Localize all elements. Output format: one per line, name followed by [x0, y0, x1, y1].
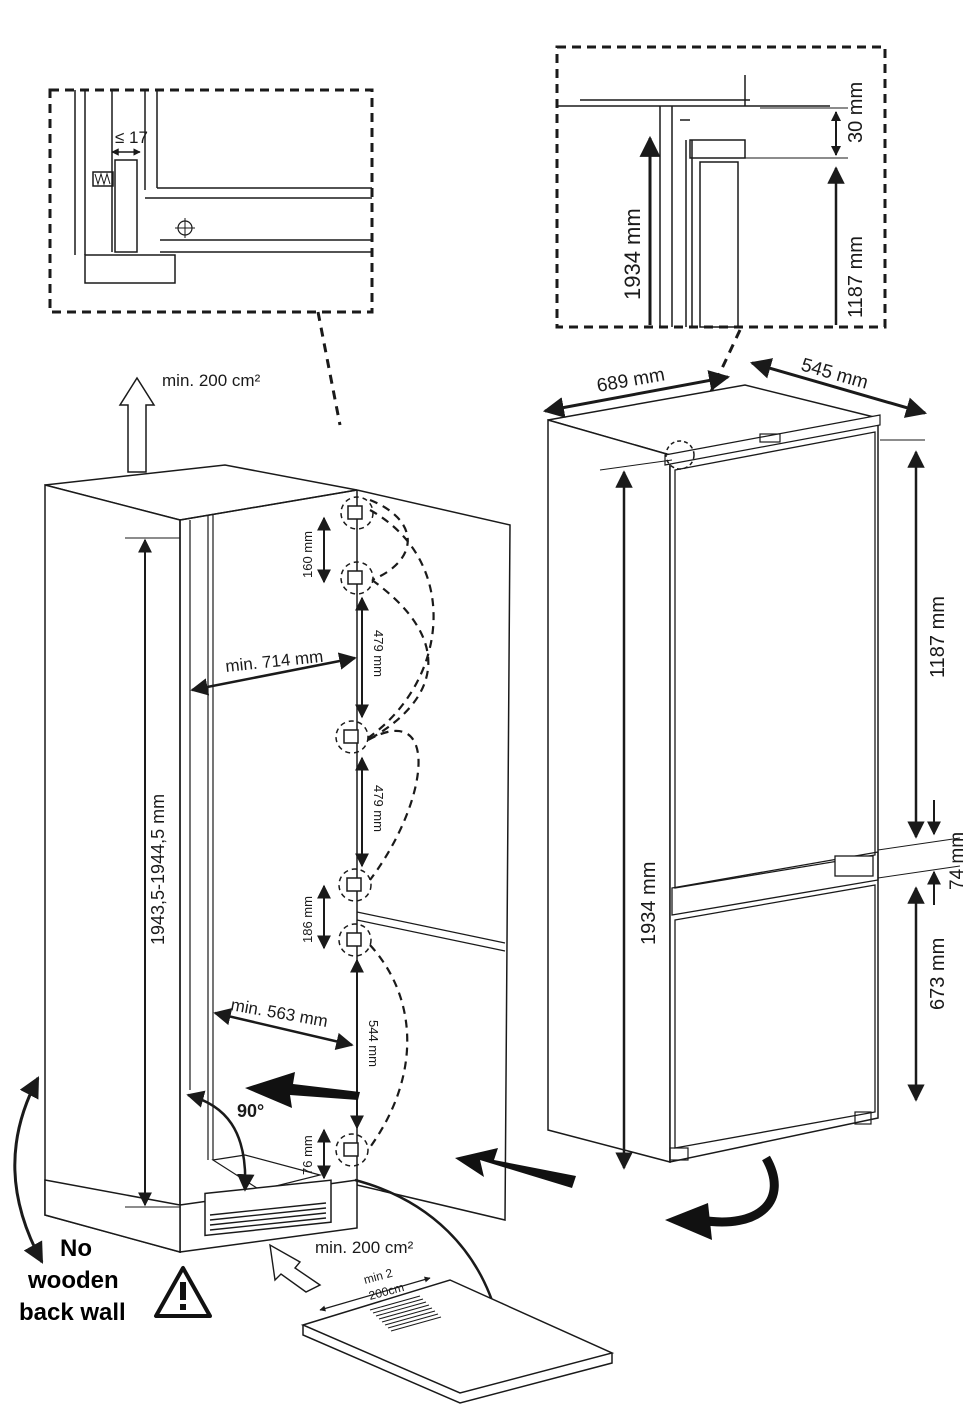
floor-plate [300, 1279, 615, 1394]
detail-box-right: 1934 mm 30 mm 1187 mm [555, 45, 887, 329]
warning-triangle-icon [154, 1266, 212, 1318]
warning-line2: wooden [27, 1267, 119, 1294]
warning-block: No wooden back wall [19, 1235, 212, 1326]
vent-bottom-label: min. 200 cm² [315, 1238, 414, 1257]
hinge-gap-2: 479 mm [371, 630, 386, 677]
upper-door-label: 1187 mm [927, 596, 949, 678]
gap-label: 74 mm [947, 832, 965, 890]
detail-right-gap-label: 30 mm [845, 82, 867, 143]
detail-box-left: ≤ 17 [48, 88, 374, 314]
detail-right-upper-label: 1187 mm [845, 236, 867, 318]
warning-line1: No [60, 1235, 92, 1262]
insert-arrow-icon [245, 1072, 360, 1108]
appliance-height-label: 1934 mm [638, 862, 660, 945]
hinge-gap-5: 544 mm [366, 1020, 381, 1067]
width-top-label: min. 714 mm [224, 647, 324, 676]
width-label: 689 mm [595, 364, 666, 397]
angle-label: 90° [237, 1101, 264, 1121]
leader-line-left [316, 311, 342, 426]
hinge-gap-6: 76 mm [300, 1135, 315, 1175]
warning-line3: back wall [19, 1299, 126, 1326]
detail-right-height-label: 1934 mm [620, 208, 645, 300]
appliance-fridge: 689 mm 545 mm 1934 mm 1187 mm 74 mm 673 … [542, 355, 965, 1240]
hinge-gap-3: 479 mm [371, 785, 386, 832]
hinge-gap-1: 160 mm [300, 531, 315, 578]
niche-height-label: 1943,5-1944,5 mm [148, 794, 168, 945]
lower-door-label: 673 mm [927, 938, 949, 1010]
vent-top-label: min. 200 cm² [162, 371, 261, 390]
width-bottom-label: min. 563 mm [229, 995, 329, 1031]
hinge-gap-4: 186 mm [300, 896, 315, 943]
niche-cabinet: min. 200 cm² 1943,5-1944, [13, 371, 615, 1404]
insert-arrow-right-icon [455, 1148, 576, 1188]
detail-left-gap-label: ≤ 17 [115, 128, 148, 147]
rotate-arrow-icon [665, 1203, 712, 1240]
